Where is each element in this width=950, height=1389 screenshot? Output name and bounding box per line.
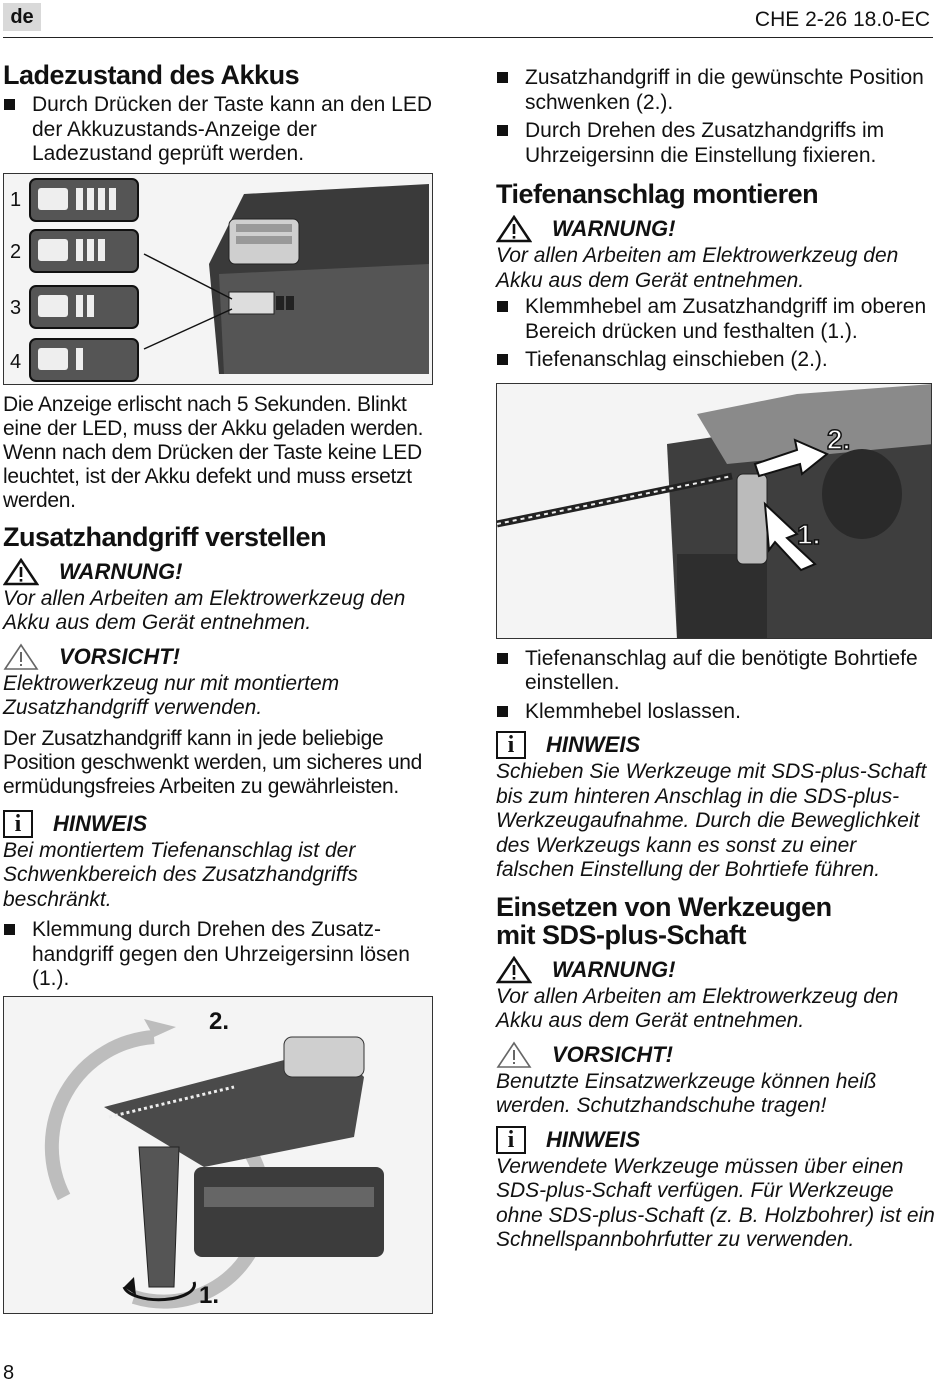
- bullet-press-lever: Klemmhebel am Zusatzhandgriff im oberen …: [496, 295, 936, 344]
- para-display-off: Die Anzeige erlischt nach 5 Sekunden. Bl…: [3, 392, 424, 512]
- depth-stop-illustration: 2. 1.: [497, 383, 931, 638]
- caution-header-2: VORSICHT!: [496, 1040, 936, 1070]
- bullet-swivel-handle: Zusatzhandgriff in die gewünschte Positi…: [496, 66, 936, 115]
- row-label-2: 2: [10, 241, 21, 263]
- caution-label: VORSICHT!: [59, 643, 180, 669]
- caution-icon: [3, 643, 39, 670]
- note-label: HINWEIS: [53, 810, 148, 836]
- bullet-release-lever: Klemmhebel loslassen.: [496, 700, 936, 725]
- heading-line-1: Einsetzen von Werkzeugen: [496, 891, 832, 922]
- page-number: 8: [3, 1362, 15, 1384]
- bullet-check-charge: Durch Drücken der Taste kann an den LED …: [3, 93, 438, 167]
- warning-icon: [496, 215, 532, 243]
- page-header: de CHE 2-26 18.0-EC: [0, 0, 950, 40]
- caution-icon: [496, 1041, 532, 1068]
- heading-zusatzhandgriff: Zusatzhandgriff verstellen: [3, 521, 327, 552]
- document-id: CHE 2-26 18.0-EC: [754, 8, 930, 31]
- handle-rotation-illustration: 2. 1.: [4, 996, 432, 1313]
- note-header-2: i HINWEIS: [496, 730, 936, 760]
- heading-ladezustand: Ladezustand des Akkus: [3, 60, 300, 90]
- info-icon: i: [496, 1125, 526, 1154]
- bullet-fix-handle: Durch Drehen des Zusatzhandgriffs im Uhr…: [496, 119, 936, 168]
- note-header-3: i HINWEIS: [496, 1125, 936, 1155]
- note-header: i HINWEIS: [3, 809, 438, 839]
- warning-text: Vor allen Arbeiten am Elektrowerkzeug de…: [496, 984, 899, 1033]
- warning-header-3: WARNUNG!: [496, 955, 936, 985]
- header-rule: [3, 37, 933, 38]
- caution-header: VORSICHT!: [3, 642, 438, 672]
- note-text: Verwendete Werkzeuge müssen über einen S…: [496, 1154, 935, 1252]
- language-tab: de: [3, 3, 41, 31]
- warning-header-2: WARNUNG!: [496, 214, 936, 244]
- row-label-3: 3: [10, 297, 21, 319]
- warning-header: WARNUNG!: [3, 557, 438, 587]
- caution-text: Elektrowerkzeug nur mit montiertem Zusat…: [3, 671, 340, 720]
- warning-icon: [496, 955, 532, 983]
- heading-line-2: mit SDS-plus-Schaft: [496, 919, 747, 950]
- para-handle-position: Der Zusatzhandgriff kann in jede beliebi…: [3, 726, 422, 798]
- row-label-1: 1: [10, 189, 21, 211]
- caution-label: VORSICHT!: [552, 1041, 673, 1067]
- figure-label-2: 2.: [827, 424, 850, 455]
- battery-indicator-illustration: 1 2 3 4: [4, 173, 432, 384]
- handle-rotation-figure: 2. 1.: [3, 995, 433, 1314]
- row-label-4: 4: [10, 351, 21, 373]
- note-label: HINWEIS: [546, 732, 641, 757]
- warning-icon: [3, 557, 39, 585]
- depth-stop-figure: 2. 1.: [496, 382, 932, 639]
- warning-text: Vor allen Arbeiten am Elektrowerkzeug de…: [496, 244, 899, 292]
- bullet-loosen-handle: Klemmung durch Drehen des Zusatz-handgri…: [3, 918, 438, 992]
- note-label: HINWEIS: [546, 1126, 641, 1152]
- figure-label-1: 1.: [797, 519, 820, 550]
- caution-text: Benutzte Einsatzwerkzeuge können heiß we…: [496, 1069, 877, 1118]
- figure-label-1: 1.: [199, 1282, 219, 1309]
- bullet-set-drill-depth: Tiefenanschlag auf die benötigte Bohrtie…: [496, 647, 936, 696]
- heading-tiefenanschlag: Tiefenanschlag montieren: [496, 179, 819, 209]
- bullet-insert-depth-stop: Tiefenanschlag einschieben (2.).: [496, 348, 936, 373]
- warning-label: WARNUNG!: [552, 216, 676, 241]
- figure-label-2: 2.: [209, 1008, 229, 1035]
- left-column: Ladezustand des Akkus Durch Drücken der …: [3, 55, 438, 1320]
- note-text: Bei montiertem Tiefenanschlag ist der Sc…: [3, 838, 358, 911]
- note-text: Schieben Sie Werkzeuge mit SDS-plus-Scha…: [496, 760, 927, 881]
- right-column: Zusatzhandgriff in die gewünschte Positi…: [496, 64, 936, 1259]
- heading-einsetzen: Einsetzen von Werkzeugen mit SDS-plus-Sc…: [496, 893, 936, 949]
- warning-label: WARNUNG!: [59, 558, 183, 584]
- warning-label: WARNUNG!: [552, 956, 676, 982]
- info-icon: i: [496, 731, 526, 759]
- info-icon: i: [3, 809, 33, 838]
- battery-indicator-figure: 1 2 3 4: [3, 172, 433, 385]
- warning-text: Vor allen Arbeiten am Elektrowerkzeug de…: [3, 586, 406, 635]
